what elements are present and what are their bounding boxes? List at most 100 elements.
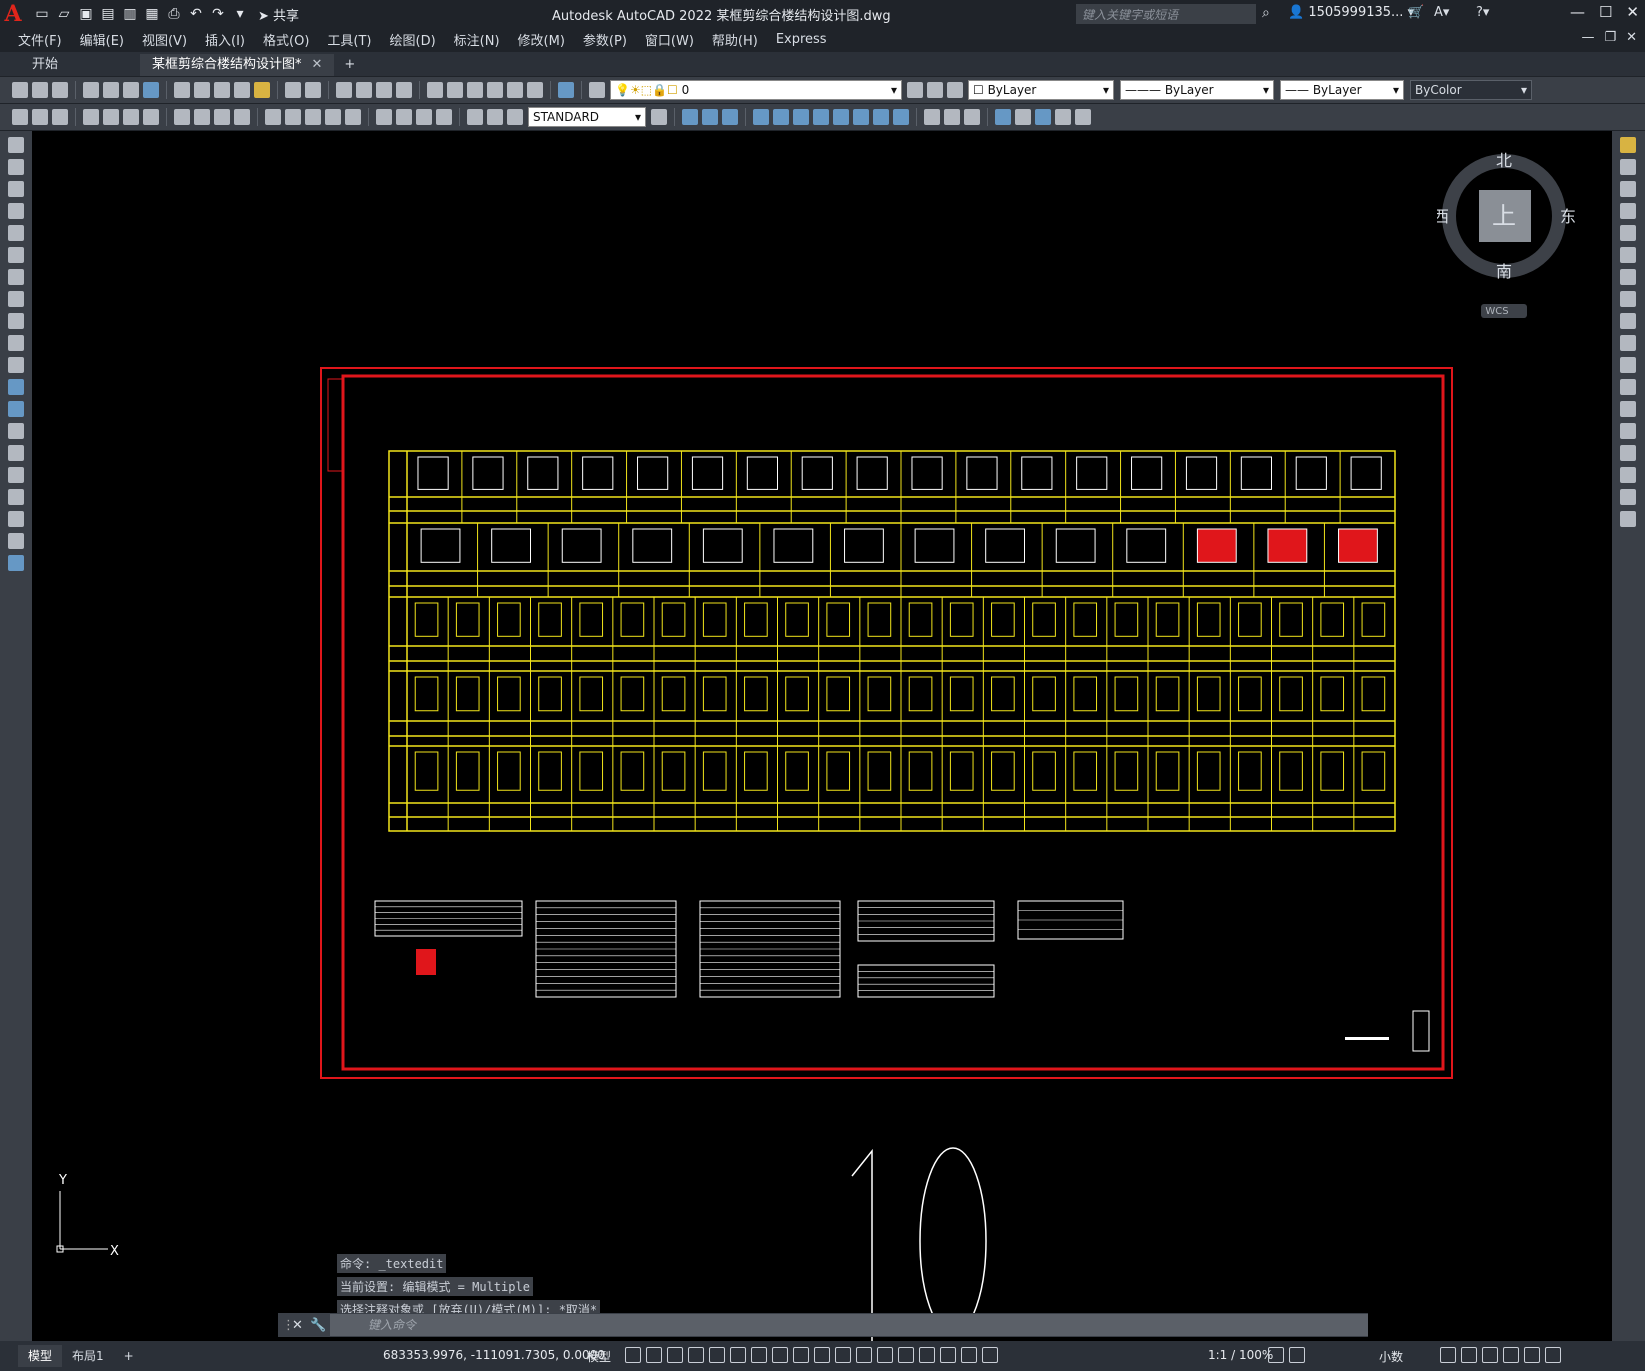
multiline-text-icon[interactable]	[8, 533, 24, 549]
dimstyle-dropdown[interactable]: STANDARD▾	[528, 107, 646, 127]
selection-cycling-icon[interactable]	[856, 1347, 872, 1363]
menu-express[interactable]: Express	[775, 31, 827, 47]
modify-3-icon[interactable]	[722, 109, 738, 125]
print-icon[interactable]	[83, 82, 99, 98]
spline-icon[interactable]	[8, 313, 24, 329]
break-icon[interactable]	[1620, 401, 1636, 417]
menu-parametric[interactable]: 参数(P)	[582, 33, 627, 49]
point-icon[interactable]	[8, 423, 24, 439]
design-center-icon[interactable]	[447, 82, 463, 98]
selection-filter-icon[interactable]	[919, 1347, 935, 1363]
menu-insert[interactable]: 插入(I)	[205, 33, 246, 49]
tab-layout1[interactable]: 布局1	[72, 1349, 104, 1363]
modify-10-icon[interactable]	[873, 109, 889, 125]
compass-south[interactable]: 南	[1496, 262, 1512, 281]
save-as-icon[interactable]: ▤	[101, 6, 115, 22]
menu-modify[interactable]: 修改(M)	[517, 33, 565, 49]
object-snap-tracking-icon[interactable]	[772, 1347, 788, 1363]
extend-icon[interactable]	[1620, 357, 1636, 373]
zoom-previous-icon[interactable]	[396, 82, 412, 98]
break-at-point-icon[interactable]	[1620, 379, 1636, 395]
drawing-canvas[interactable]: Y X	[32, 131, 1612, 1341]
user-account[interactable]: 👤 1505999135... ▾	[1288, 5, 1415, 20]
center-mark-icon[interactable]	[396, 109, 412, 125]
annotation-visibility-icon[interactable]	[961, 1347, 977, 1363]
linear-dim-icon[interactable]	[83, 109, 99, 125]
rectangle-icon[interactable]	[8, 225, 24, 241]
grid-icon[interactable]	[625, 1347, 641, 1363]
dim-text-edit-icon[interactable]	[487, 109, 503, 125]
modify-1-icon[interactable]	[682, 109, 698, 125]
dropdown-icon[interactable]: ▾	[236, 6, 244, 22]
arc-icon[interactable]	[8, 247, 24, 263]
layer-state-icon[interactable]	[947, 82, 963, 98]
autodesk-app-icon[interactable]: A▾	[1434, 5, 1450, 20]
wcs-menu[interactable]	[1481, 304, 1527, 318]
array-icon[interactable]	[1620, 225, 1636, 241]
add-layout-button[interactable]: +	[123, 1349, 134, 1363]
offset-icon[interactable]	[1620, 203, 1636, 219]
menu-file[interactable]: 文件(F)	[18, 33, 62, 49]
menu-edit[interactable]: 编辑(E)	[79, 33, 124, 49]
modify-15-icon[interactable]	[995, 109, 1011, 125]
arc-length-icon[interactable]	[123, 109, 139, 125]
modify-9-icon[interactable]	[853, 109, 869, 125]
plus-icon[interactable]	[1289, 1347, 1305, 1363]
qnew-icon[interactable]	[12, 82, 28, 98]
new-tab-button[interactable]: +	[334, 54, 366, 76]
menu-draw[interactable]: 绘图(D)	[389, 33, 436, 49]
modify-4-icon[interactable]	[753, 109, 769, 125]
preview-icon[interactable]	[103, 82, 119, 98]
model-space-toggle[interactable]: 模型	[587, 1350, 612, 1364]
zoom-window-icon[interactable]	[376, 82, 392, 98]
menu-dimension[interactable]: 标注(N)	[453, 33, 500, 49]
ortho-icon[interactable]	[709, 1347, 725, 1363]
mirror-icon[interactable]	[1620, 181, 1636, 197]
compass-east[interactable]: 东	[1560, 207, 1576, 226]
ordinate-dim-icon[interactable]	[143, 109, 159, 125]
blend-curves-icon[interactable]	[1620, 489, 1636, 505]
plot-icon[interactable]: ⎙	[168, 6, 180, 22]
annotation-scale[interactable]: 1:1 / 100%	[1208, 1348, 1274, 1362]
settings-icon[interactable]	[1268, 1347, 1284, 1363]
close-icon[interactable]: ✕	[1626, 3, 1639, 21]
dynamic-ucs-icon[interactable]	[898, 1347, 914, 1363]
lineweight-dropdown[interactable]: —— ByLayer▾	[1280, 80, 1404, 100]
quick-properties-icon[interactable]	[1440, 1347, 1456, 1363]
tab-model[interactable]: 模型	[18, 1345, 63, 1367]
jogged-linear-icon[interactable]	[436, 109, 452, 125]
menu-view[interactable]: 视图(V)	[141, 33, 188, 49]
modify-18-icon[interactable]	[1055, 109, 1071, 125]
compass-north[interactable]: 北	[1496, 151, 1512, 170]
minimize-icon[interactable]: —	[1569, 3, 1585, 21]
dim-edit-icon[interactable]	[467, 109, 483, 125]
isolate-objects-icon[interactable]	[1482, 1347, 1498, 1363]
menu-help[interactable]: 帮助(H)	[711, 33, 758, 49]
baseline-dim-icon[interactable]	[285, 109, 301, 125]
modify-6-icon[interactable]	[793, 109, 809, 125]
clean-screen-icon[interactable]	[1524, 1347, 1540, 1363]
save-file-icon[interactable]	[52, 82, 68, 98]
inspection-icon[interactable]	[416, 109, 432, 125]
object-snap-icon[interactable]	[793, 1347, 809, 1363]
help-toolbar-icon[interactable]	[558, 82, 574, 98]
pan-icon[interactable]	[336, 82, 352, 98]
move-icon[interactable]	[1620, 247, 1636, 263]
angular-dim-icon[interactable]	[234, 109, 250, 125]
match-properties-icon[interactable]	[234, 82, 250, 98]
dimstyle-manager-icon[interactable]	[651, 109, 667, 125]
command-input[interactable]: 键入命令	[330, 1314, 1368, 1336]
circle-icon[interactable]	[8, 269, 24, 285]
modify-2-icon[interactable]	[702, 109, 718, 125]
modify-13-icon[interactable]	[944, 109, 960, 125]
layer-tool-icon[interactable]	[12, 109, 28, 125]
menu-window[interactable]: 窗口(W)	[644, 33, 694, 49]
dim-space-icon[interactable]	[325, 109, 341, 125]
layer-previous-icon[interactable]	[927, 82, 943, 98]
modify-12-icon[interactable]	[924, 109, 940, 125]
new-icon[interactable]: ▭	[35, 6, 49, 22]
calculator-icon[interactable]	[527, 82, 543, 98]
sheet-set-icon[interactable]: ▥	[123, 6, 137, 22]
insert-block-icon[interactable]	[8, 379, 24, 395]
tab-start[interactable]: 开始	[20, 54, 140, 76]
